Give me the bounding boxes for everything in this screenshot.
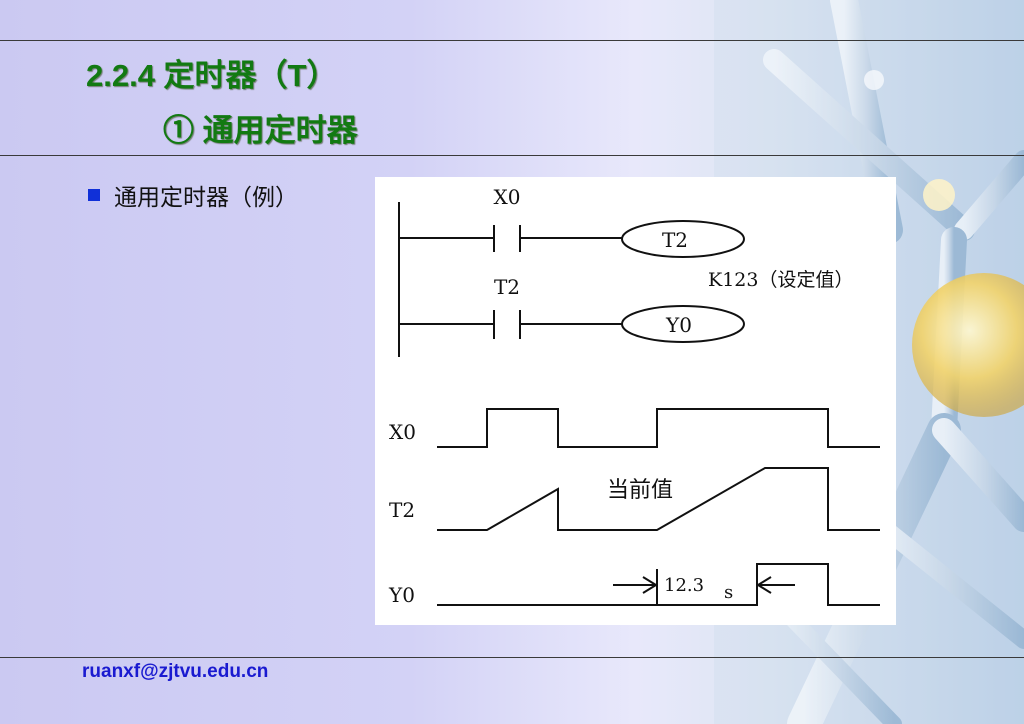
- delay-unit: s: [724, 582, 733, 603]
- t2-ramp-1: [437, 467, 880, 531]
- footer-rule: [0, 657, 1024, 658]
- timing-y0-label: Y0: [388, 583, 415, 607]
- footer-email: ruanxf@zjtvu.edu.cn: [82, 661, 269, 682]
- x0-waveform: [437, 408, 880, 448]
- title-bottom-rule: [0, 155, 1024, 156]
- rung2-coil-label: Y0: [665, 313, 692, 337]
- rung2-contact-label: T2: [494, 275, 520, 299]
- slide-title-line1: 2.2.4 定时器（T）: [86, 58, 338, 93]
- timer-diagram-svg: X0 T2 K123（设定值） T2 Y0 X0 T2 Y0 当前值 12.3 …: [388, 185, 880, 607]
- timer-setting-label: K123（设定值）: [708, 269, 853, 291]
- delay-arrow-left-head: [642, 576, 658, 594]
- delay-arrow-right-head: [756, 576, 772, 594]
- y0-waveform: [437, 563, 880, 606]
- timing-t2-label: T2: [389, 498, 415, 522]
- rung1-coil-label: T2: [662, 228, 688, 252]
- current-value-label: 当前值: [607, 478, 673, 503]
- title-top-rule: [0, 40, 1024, 41]
- delay-value: 12.3: [664, 575, 704, 596]
- timer-diagram: X0 T2 K123（设定值） T2 Y0 X0 T2 Y0 当前值 12.3 …: [375, 177, 896, 625]
- rung1-coil-symbol: [621, 220, 745, 258]
- rung2-coil-symbol: [621, 305, 745, 343]
- bullet-item: 通用定时器（例）: [88, 178, 298, 212]
- slide-title-line2: ① 通用定时器: [163, 113, 358, 148]
- rung1-contact-label: X0: [494, 185, 521, 209]
- square-bullet-icon: [88, 189, 100, 201]
- timing-x0-label: X0: [389, 420, 416, 444]
- bullet-text: 通用定时器（例）: [114, 185, 298, 211]
